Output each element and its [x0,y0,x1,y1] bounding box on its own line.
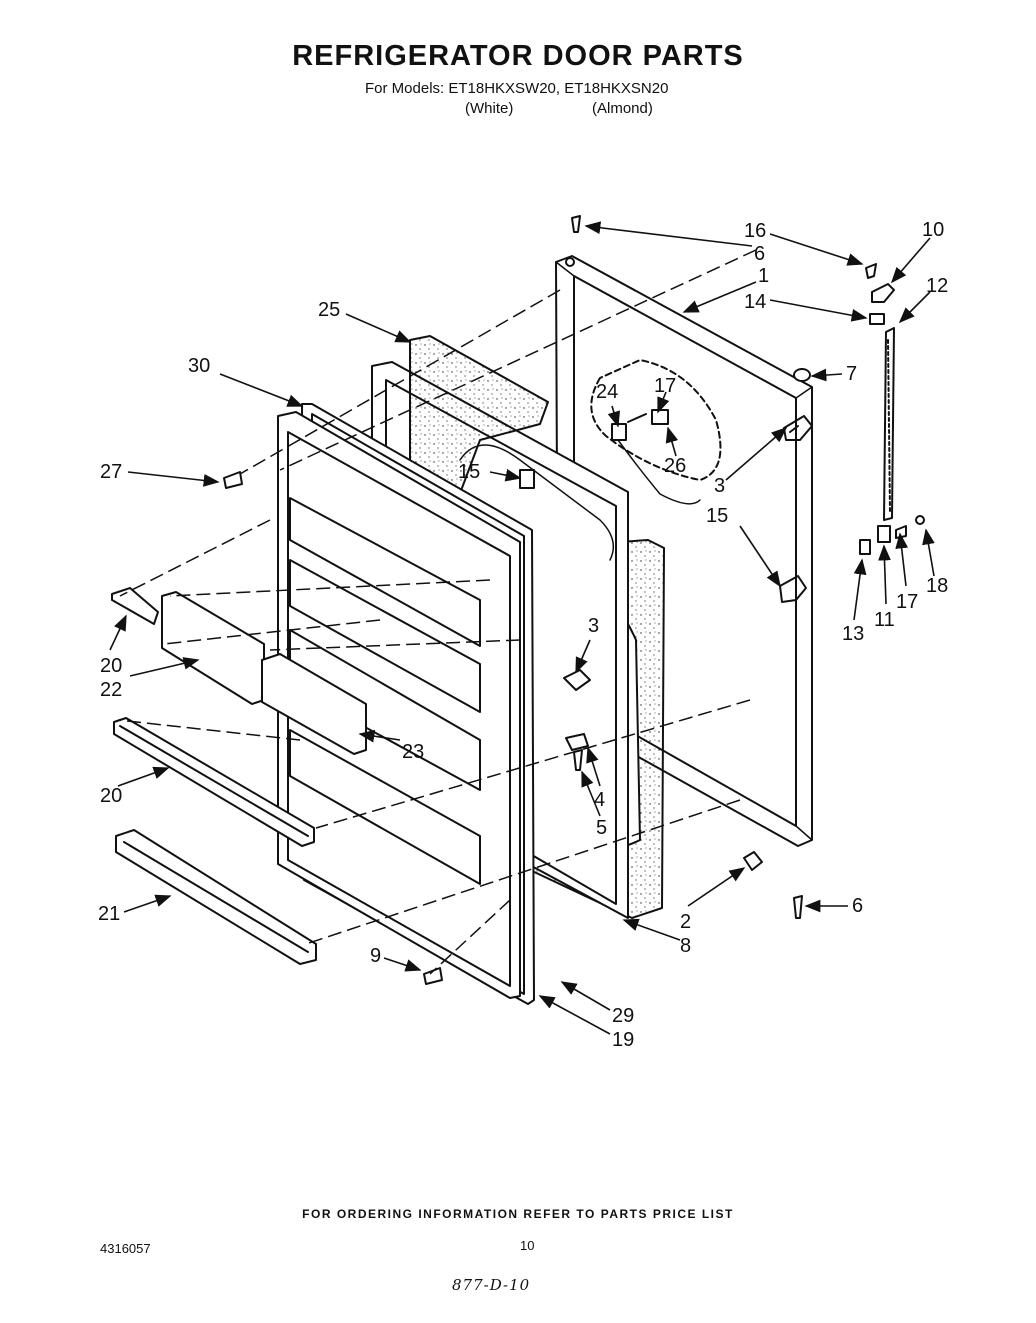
hinge-cap-part-2 [743,851,763,871]
assembly-guide-lines [117,249,757,975]
callout-24: 24 [596,381,618,403]
callout-12: 12 [926,275,948,297]
color-white-label: (White) [465,100,514,117]
callout-17-top: 17 [654,375,676,397]
callout-10: 10 [922,219,944,241]
callout-15-left: 15 [458,461,480,483]
callout-21: 21 [98,903,120,925]
callout-19: 19 [612,1029,634,1051]
callout-15-right: 15 [706,505,728,527]
shelf-bar-part-21 [115,829,317,965]
shelf-bar-part-20 [113,717,315,847]
callout-1: 1 [758,265,769,287]
screw-part-6-bottom [793,895,803,919]
callout-9: 9 [370,945,381,967]
callout-5: 5 [596,817,607,839]
cam-part-3 [563,669,591,691]
callout-26: 26 [664,455,686,477]
screw-part-27 [223,471,243,489]
callout-4: 4 [594,789,605,811]
page-number: 10 [520,1238,535,1253]
door-handle [883,327,895,521]
callout-16: 16 [744,220,766,242]
callout-leaders [109,221,935,1035]
wiring-harness [459,359,722,561]
models-line: For Models: ET18HKXSW20, ET18HKXSN20 [365,80,669,97]
callout-3-top: 3 [714,475,725,497]
shelf-end-cap-part-20 [111,587,159,625]
spacer-part-14 [869,313,885,325]
callout-29: 29 [612,1005,634,1027]
shelf-front-part-22 [161,591,265,705]
callout-6-top: 6 [754,243,765,265]
callout-6-bottom: 6 [852,895,863,917]
callout-23: 23 [402,741,424,763]
handle-cap-part-10 [871,283,895,303]
callout-8: 8 [680,935,691,957]
callout-7: 7 [846,363,857,385]
callout-11: 11 [874,609,895,631]
page-title: REFRIGERATOR DOOR PARTS [292,40,744,72]
color-almond-label: (Almond) [592,100,653,117]
handle-bottom-parts [859,515,925,555]
callout-labels: 16 6 10 1 12 14 25 7 30 24 17 3 26 27 15… [98,219,948,1051]
screw-part-5 [573,749,583,771]
callout-18: 18 [926,575,948,597]
callout-20-top: 20 [100,655,122,677]
ordering-note: FOR ORDERING INFORMATION REFER TO PARTS … [302,1207,734,1221]
callout-2: 2 [680,911,691,933]
handwritten-note: 877-D-10 [452,1276,531,1294]
callout-14: 14 [744,291,766,313]
screw-part-6-top [565,215,581,267]
callout-13: 13 [842,623,864,645]
callout-20-bottom: 20 [100,785,122,807]
callout-27: 27 [100,461,122,483]
hinge-bracket-lower [779,575,807,603]
screw-part-16 [865,263,877,279]
callout-25: 25 [318,299,340,321]
callout-17-right: 17 [896,591,918,613]
callout-30: 30 [188,355,210,377]
door-stop-part-7 [793,368,811,382]
callout-22: 22 [100,679,122,701]
washer-part-4 [565,733,589,751]
callout-3-center: 3 [588,615,599,637]
shelf-front-part-23 [261,653,367,755]
document-part-number: 4316057 [100,1241,151,1256]
